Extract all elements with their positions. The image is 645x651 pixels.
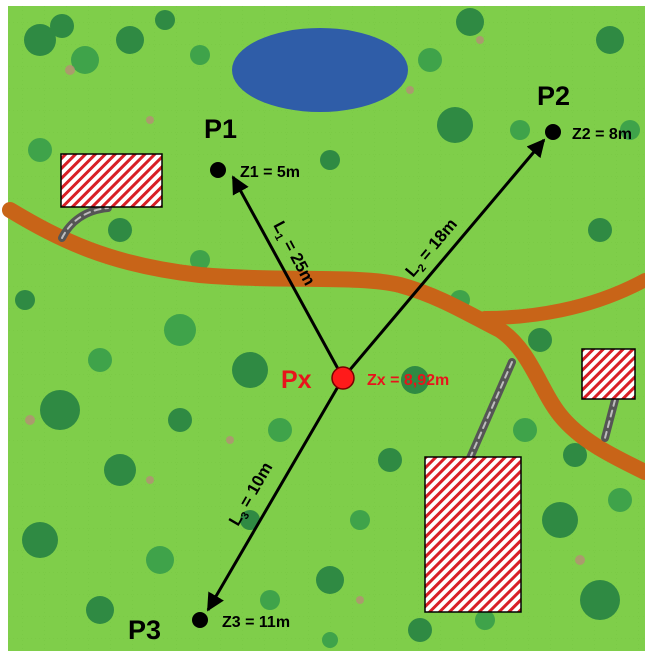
point-p1-marker [210, 162, 226, 178]
driveways [58, 204, 619, 462]
vegetation [15, 8, 640, 648]
road-branch [478, 273, 645, 325]
point-px-elevation: Zx = 8,92m [367, 372, 449, 389]
point-px-name: Px [281, 366, 312, 394]
arrow-l3 [206, 377, 345, 612]
building-2 [581, 348, 636, 400]
point-p3-marker [192, 612, 208, 628]
point-px-marker [331, 366, 355, 390]
point-p2-name: P2 [537, 81, 570, 111]
point-p1-elevation: Z1 = 5m [240, 164, 300, 181]
point-p3-name: P3 [128, 615, 161, 645]
arrow-l1 [231, 175, 345, 379]
point-p2-marker [545, 124, 561, 140]
arrow-l2 [341, 138, 546, 379]
pond [232, 28, 408, 112]
point-p2-elevation: Z2 = 8m [572, 126, 632, 143]
point-p3-elevation: Z3 = 11m [222, 614, 290, 631]
l1-subscript: 1 [272, 232, 285, 243]
building-1 [60, 153, 163, 208]
building-3 [424, 456, 522, 613]
l3-subscript: 3 [239, 510, 252, 521]
point-p1-name: P1 [204, 114, 237, 144]
